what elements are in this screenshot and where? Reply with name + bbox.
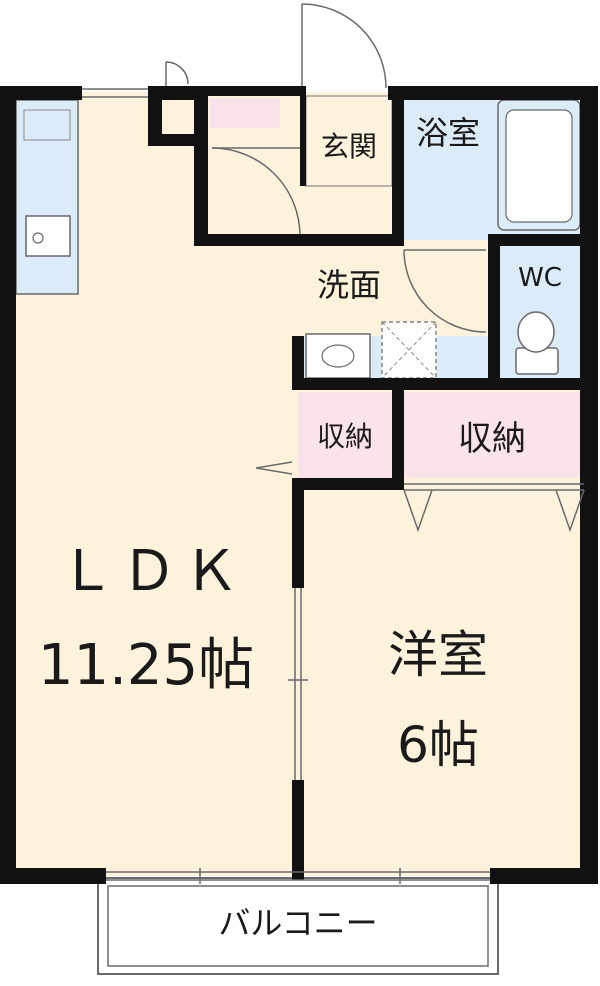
- western-room-label: 洋室: [388, 626, 488, 684]
- western-room-size: 6帖: [397, 716, 479, 774]
- washbasin: [305, 333, 371, 379]
- toilet: [515, 311, 559, 375]
- washing-machine-pan: [381, 321, 437, 379]
- storage-large-label: 収納: [458, 419, 526, 459]
- bathtub: [497, 99, 581, 231]
- closet-doors: [255, 461, 585, 533]
- bath-label: 浴室: [416, 114, 480, 152]
- walls: [0, 86, 598, 884]
- wc-label: WC: [518, 263, 562, 293]
- storage-large-area: [402, 392, 588, 478]
- shoe-closet: [210, 98, 280, 128]
- kitchen-counter: [15, 99, 79, 295]
- ldk-size: 11.25帖: [38, 633, 254, 698]
- storage-small-label: 収納: [317, 420, 373, 453]
- balcony-label: バルコニー: [218, 904, 377, 942]
- storage-small-area: [298, 392, 392, 478]
- ldk-label: ＬＤＫ: [59, 539, 245, 604]
- windows: [82, 88, 490, 884]
- washroom-label: 洗面: [317, 266, 381, 304]
- door-swings: [165, 3, 487, 333]
- sliding-door: [288, 588, 308, 780]
- entrance-label: 玄関: [321, 130, 377, 163]
